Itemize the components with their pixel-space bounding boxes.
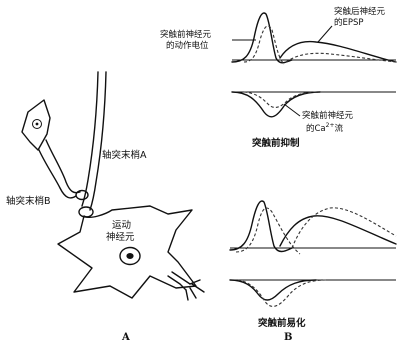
terminal-a-bouton <box>79 207 93 217</box>
bottom-trace-set <box>230 201 396 306</box>
bottom-epsp-dashed <box>292 208 396 248</box>
axon-b-edge <box>46 140 80 193</box>
top-trace-set <box>232 13 396 117</box>
presyn-ap-label-line1: 突触前神经元 <box>160 29 212 40</box>
panel-b-label: B <box>284 332 292 342</box>
motor-neuron-label-line1: 运动 <box>112 220 131 231</box>
ca-flow-superscript: 2+ <box>326 122 335 129</box>
ca-flow-label-line2: 的Ca2+流 <box>306 122 344 134</box>
presynaptic-inhibition-caption: 突触前抑制 <box>252 137 300 149</box>
terminal-b-label: 轴突末梢B <box>6 195 51 207</box>
presynaptic-neuron-b-nucleolus <box>36 123 39 126</box>
presynaptic-facilitation-caption: 突触前易化 <box>258 317 306 329</box>
bottom-action-potential-trace <box>230 201 292 252</box>
leader-postsyn-epsp <box>318 26 332 42</box>
top-action-potential-trace <box>232 13 292 63</box>
terminal-a-label: 轴突末梢A <box>102 149 147 161</box>
presynaptic-neuron-b-body <box>22 100 50 150</box>
ca-flow-label-line1: 突触前神经元 <box>302 110 354 121</box>
postsyn-epsp-label-line1: 突触后神经元 <box>334 6 386 17</box>
axon-a-right <box>90 72 106 210</box>
leader-ca-flow <box>284 104 300 116</box>
bottom-ca-current-dashed <box>238 280 326 306</box>
bottom-epsp-trace <box>280 216 396 246</box>
postsyn-epsp-label-line2: 的EPSP <box>334 17 364 28</box>
bottom-ca-current-trace <box>230 280 316 300</box>
motor-neuron-label-line2: 神经元 <box>106 231 135 243</box>
top-ca-current-dashed <box>244 92 318 107</box>
presyn-ap-label-line2: 的动作电位 <box>166 40 209 51</box>
top-epsp-trace <box>280 42 396 62</box>
motor-neuron-nucleolus <box>126 253 133 259</box>
panel-a-drawing <box>22 72 204 300</box>
ca-flow-suffix: 流 <box>335 123 344 134</box>
ca-flow-prefix: 的Ca <box>306 123 326 134</box>
top-action-potential-dashed <box>244 26 284 64</box>
panel-a-label: A <box>121 332 130 342</box>
